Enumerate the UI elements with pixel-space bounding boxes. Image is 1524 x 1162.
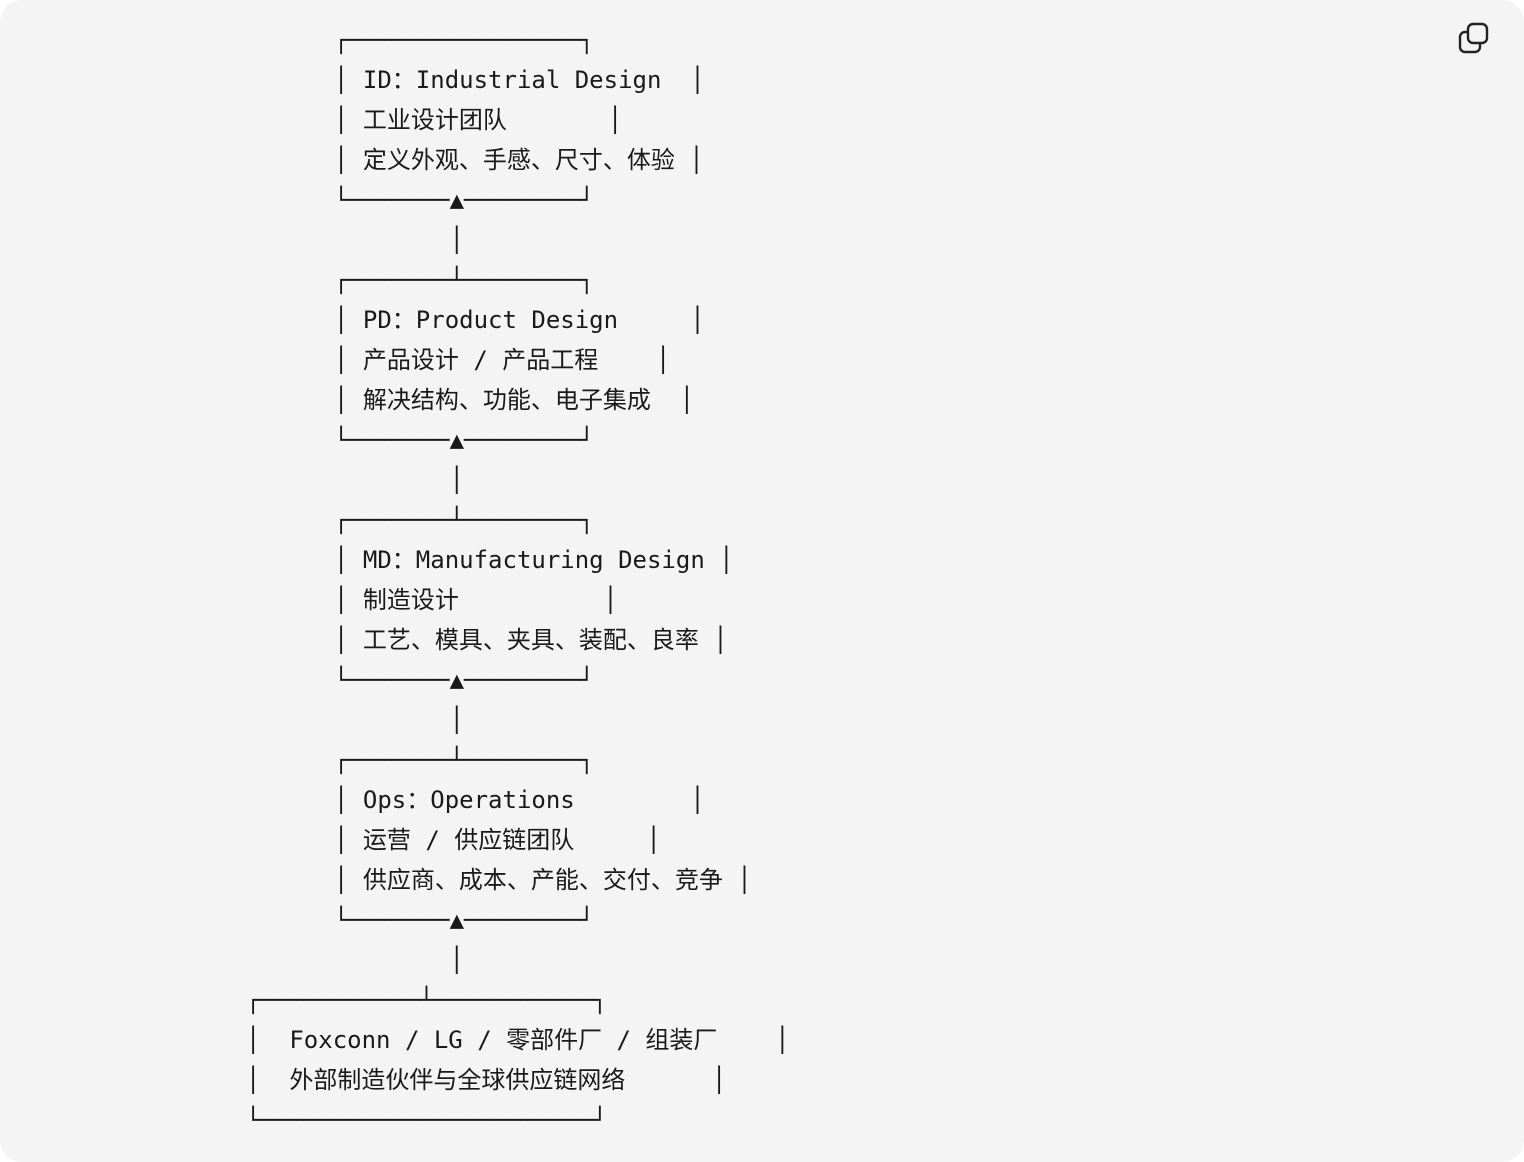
diagram-line: │ (334, 466, 465, 494)
diagram-line: ┌────────────────┐ (334, 26, 595, 54)
copy-button[interactable] (1452, 16, 1496, 60)
diagram-line: │ 制造设计 │ (334, 586, 618, 614)
diagram-line: │ 解决结构、功能、电子集成 │ (334, 386, 695, 414)
diagram-line: │ 运营 / 供应链团队 │ (334, 826, 661, 854)
diagram-line: │ Ops：Operations │ (334, 786, 705, 814)
diagram-line: │ (334, 706, 465, 734)
diagram-line: ┌───────┴────────┐ (334, 266, 595, 294)
diagram-line: │ MD：Manufacturing Design │ (334, 546, 734, 574)
diagram-line: └───────▲────────┘ (334, 186, 595, 214)
diagram-line: └───────▲────────┘ (334, 666, 595, 694)
diagram-line: ┌───────────┴───────────┐ (246, 986, 608, 1014)
diagram-line: │ (334, 226, 465, 254)
diagram-line: └───────▲────────┘ (334, 906, 595, 934)
diagram-line: │ 产品设计 / 产品工程 │ (334, 346, 671, 374)
diagram-line: │ 供应商、成本、产能、交付、竞争 │ (334, 866, 752, 894)
diagram-line: └───────────────────────┘ (246, 1106, 608, 1134)
diagram-line: ┌───────┴────────┐ (334, 746, 595, 774)
diagram-line: └───────▲────────┘ (334, 426, 595, 454)
diagram-line: │ Foxconn / LG / 零部件厂 / 组装厂 │ (246, 1026, 790, 1054)
diagram-line: │ 工艺、模具、夹具、装配、良率 │ (334, 626, 728, 654)
copy-icon (1458, 22, 1489, 54)
diagram-line: │ PD：Product Design │ (334, 306, 705, 334)
diagram-line: │ ID：Industrial Design │ (334, 66, 705, 94)
diagram-line: │ 定义外观、手感、尺寸、体验 │ (334, 146, 704, 174)
diagram-line: ┌───────┴────────┐ (334, 506, 595, 534)
diagram-line: │ 外部制造伙伴与全球供应链网络 │ (246, 1066, 727, 1094)
diagram-line: │ 工业设计团队 │ (334, 106, 623, 134)
diagram-line: │ (334, 946, 465, 974)
